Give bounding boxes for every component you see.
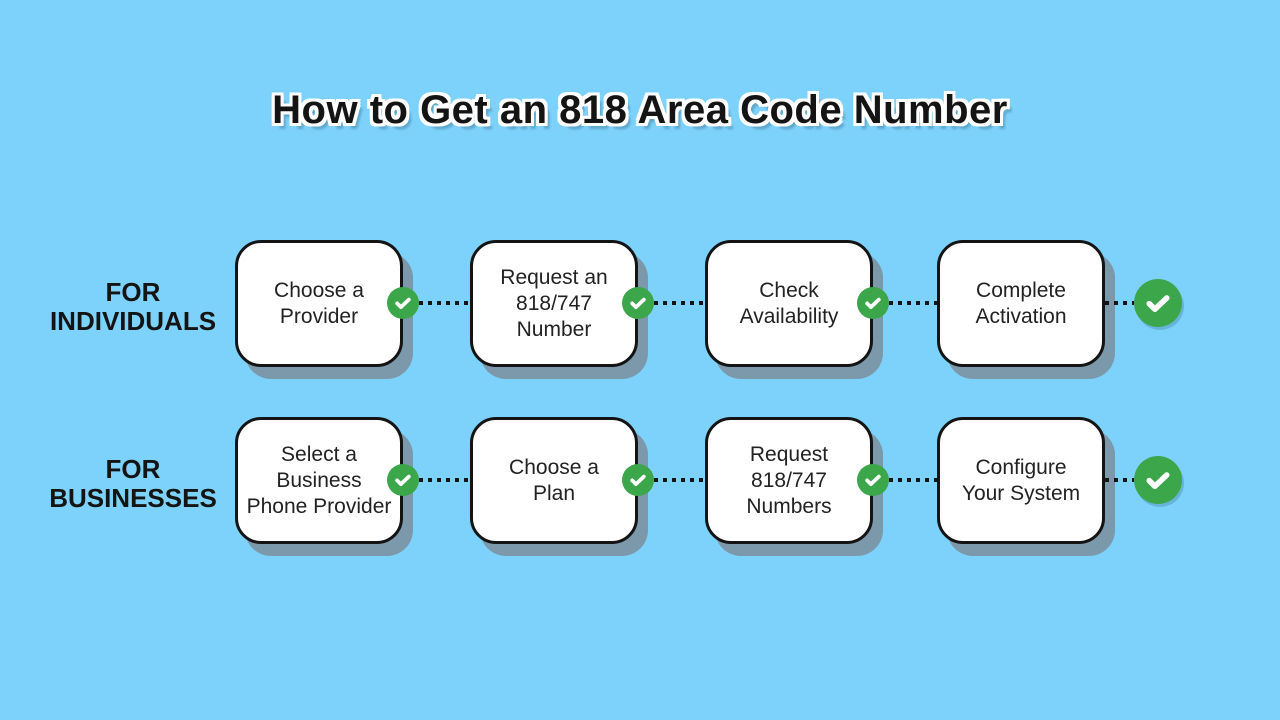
check-badge [387,464,419,496]
connector-line [1105,301,1134,305]
step-label: Configure Your System [961,455,1081,505]
step-box-choose-plan: Choose a Plan [470,417,638,544]
connector-line [419,478,470,482]
connector-line [889,478,937,482]
step-box-check-availability: Check Availability [705,240,873,367]
page-title: How to Get an 818 Area Code Number [272,88,1008,132]
connector-line [419,301,470,305]
connector-line [889,301,937,305]
connector-line [654,301,705,305]
step-box-choose-provider: Choose a Provider [235,240,403,367]
step-label: Complete Activation [975,278,1067,328]
check-icon [630,474,646,487]
check-icon [1146,472,1170,490]
step-label: Select a Business Phone Provider [246,442,392,518]
step-box-select-provider: Select a Business Phone Provider [235,417,403,544]
row-label-individuals: FOR INDIVIDUALS [49,277,217,336]
step-box-configure-system: Configure Your System [937,417,1105,544]
check-icon [395,474,411,487]
check-badge [857,464,889,496]
step-label: Choose a Provider [274,278,364,328]
check-badge-final [1134,279,1182,327]
step-label: Choose a Plan [509,455,599,505]
step-label: Request an 818/747 Number [500,265,608,341]
check-icon [630,297,646,310]
connector-line [1105,478,1134,482]
step-box-request-number: Request an 818/747 Number [470,240,638,367]
step-box-complete-activation: Complete Activation [937,240,1105,367]
connector-line [654,478,705,482]
check-badge [387,287,419,319]
step-label: Check Availability [739,278,839,328]
check-badge [622,464,654,496]
check-icon [865,297,881,310]
step-box-request-numbers: Request 818/747 Numbers [705,417,873,544]
row-label-businesses: FOR BUSINESSES [49,454,217,513]
step-label: Request 818/747 Numbers [746,442,832,518]
check-badge [857,287,889,319]
check-icon [395,297,411,310]
check-icon [1146,295,1170,313]
check-icon [865,474,881,487]
check-badge [622,287,654,319]
check-badge-final [1134,456,1182,504]
